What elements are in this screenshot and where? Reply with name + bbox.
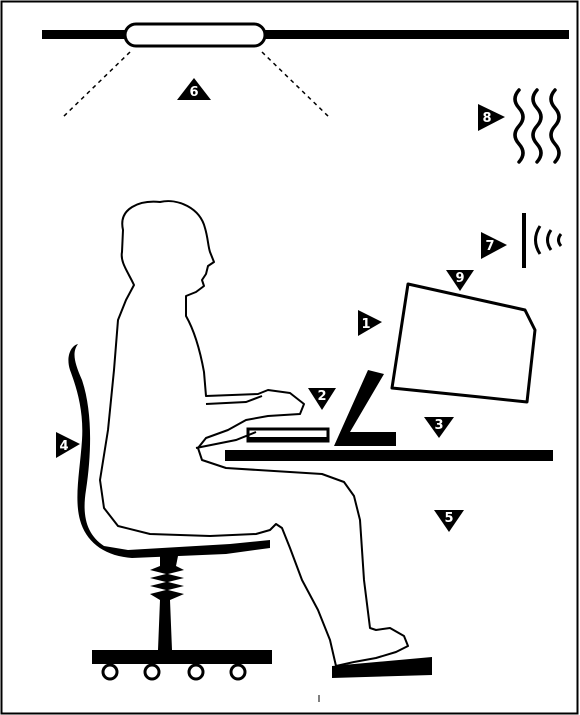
chair-wheel [231,665,245,679]
marker-1-label: 1 [361,317,370,332]
marker-9-label: 9 [455,271,464,286]
ceiling-bar [42,30,569,39]
marker-4-label: 4 [59,439,68,454]
chair-wheel [145,665,159,679]
marker-2-label: 2 [317,389,326,404]
light-fixture [125,24,265,46]
marker-6-label: 6 [189,85,198,100]
marker-8-label: 8 [482,111,491,126]
marker-3-label: 3 [434,418,443,433]
keyboard-base [248,437,328,442]
chair-base [92,650,272,664]
marker-7-label: 7 [485,239,494,254]
desk-top [225,450,553,461]
chair-wheel [189,665,203,679]
chair-wheel [103,665,117,679]
marker-5-label: 5 [444,511,453,526]
